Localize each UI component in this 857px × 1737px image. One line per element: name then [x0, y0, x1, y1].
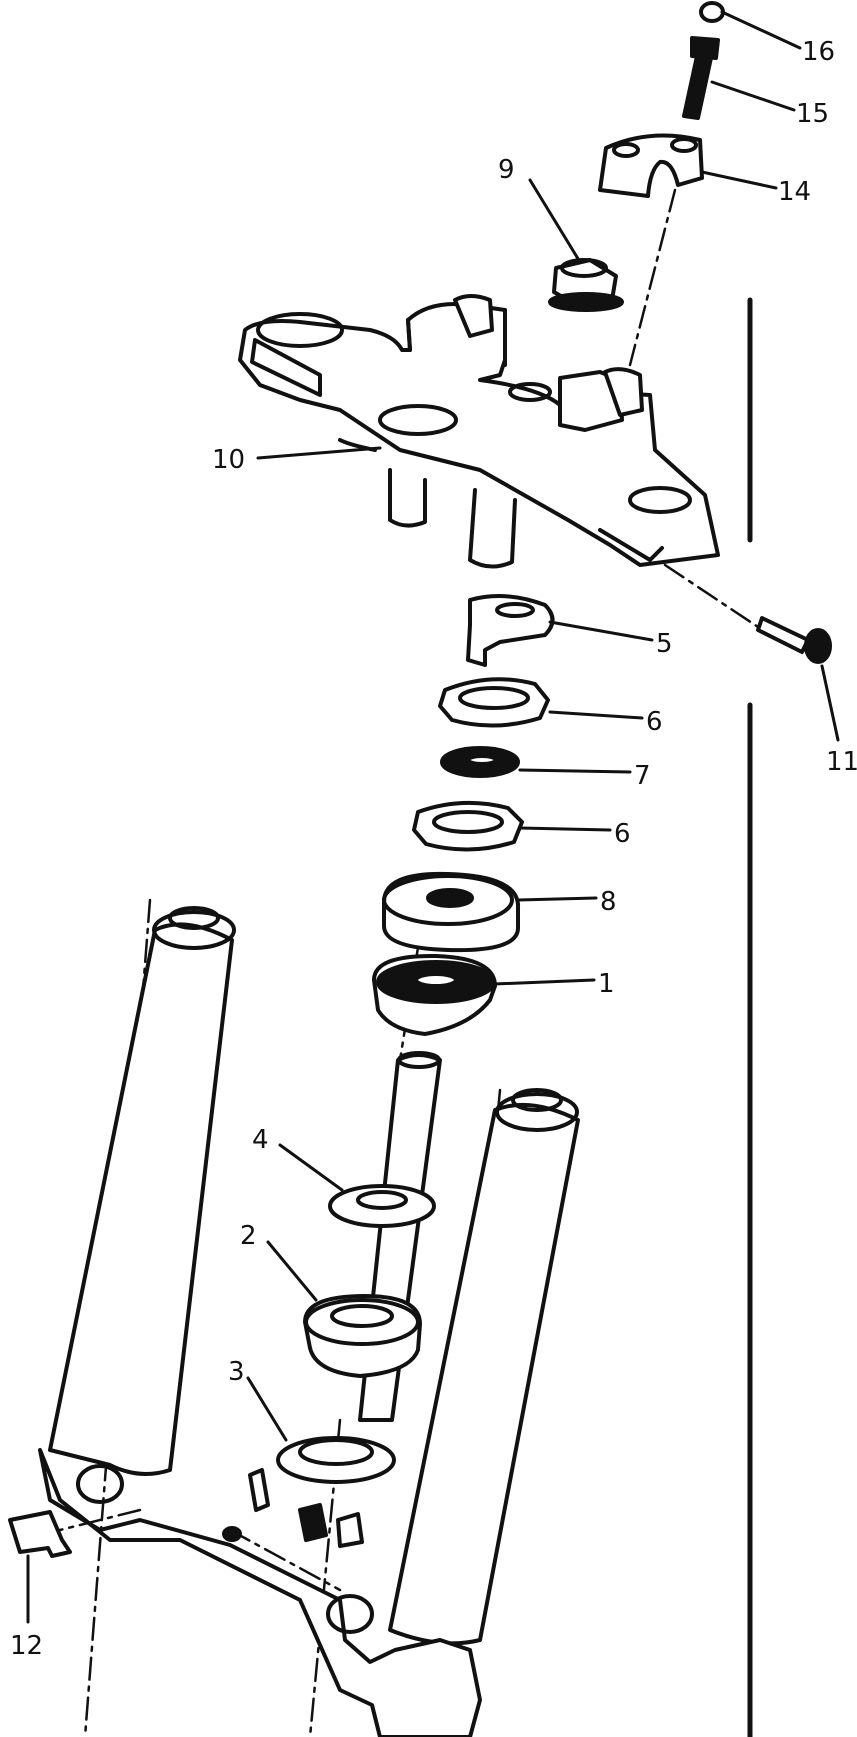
part-4-dust-seal	[328, 1184, 436, 1228]
part-12-clip	[8, 1510, 72, 1558]
callout-7: 7	[634, 761, 651, 791]
callout-6-upper: 6	[646, 707, 663, 737]
fork-tube-right	[388, 1088, 580, 1646]
callout-15: 15	[796, 99, 829, 129]
callout-14: 14	[778, 177, 811, 207]
callout-3: 3	[228, 1357, 245, 1387]
callout-12: 12	[10, 1631, 43, 1661]
part-1-bearing	[372, 953, 497, 1036]
callout-2: 2	[240, 1221, 257, 1251]
callout-8: 8	[600, 887, 617, 917]
callout-10: 10	[212, 445, 245, 475]
part-6-ring-nut-upper	[438, 677, 550, 728]
callout-11: 11	[826, 747, 857, 777]
part-11-pinch-bolt	[756, 616, 832, 664]
callout-4: 4	[252, 1125, 269, 1155]
callout-5: 5	[656, 629, 673, 659]
callout-16: 16	[802, 37, 835, 67]
callout-6-lower: 6	[614, 819, 631, 849]
part-2-bearing	[303, 1294, 422, 1378]
part-14-handlebar-clamp	[598, 133, 704, 198]
part-16-washer	[699, 1, 725, 23]
leader-lines	[26, 10, 840, 1624]
callout-1: 1	[598, 969, 615, 999]
part-10-upper-triple-clamp	[238, 294, 720, 569]
part-5-lock-washer	[466, 594, 555, 667]
part-8-bearing-cover	[382, 871, 521, 953]
part-6-ring-nut-lower	[412, 800, 524, 852]
part-15-bolt	[682, 36, 720, 120]
callout-9: 9	[498, 155, 515, 185]
part-3-bearing-race	[276, 1436, 396, 1484]
callouts: 16 15 14 9 10 5 6 7 6 11 8 1 4 2 3 12	[10, 37, 857, 1661]
fork-tube-left	[48, 906, 236, 1476]
part-9-crown-nut	[548, 258, 624, 312]
lower-bracket	[38, 1448, 482, 1737]
part-7-washer	[440, 746, 520, 778]
